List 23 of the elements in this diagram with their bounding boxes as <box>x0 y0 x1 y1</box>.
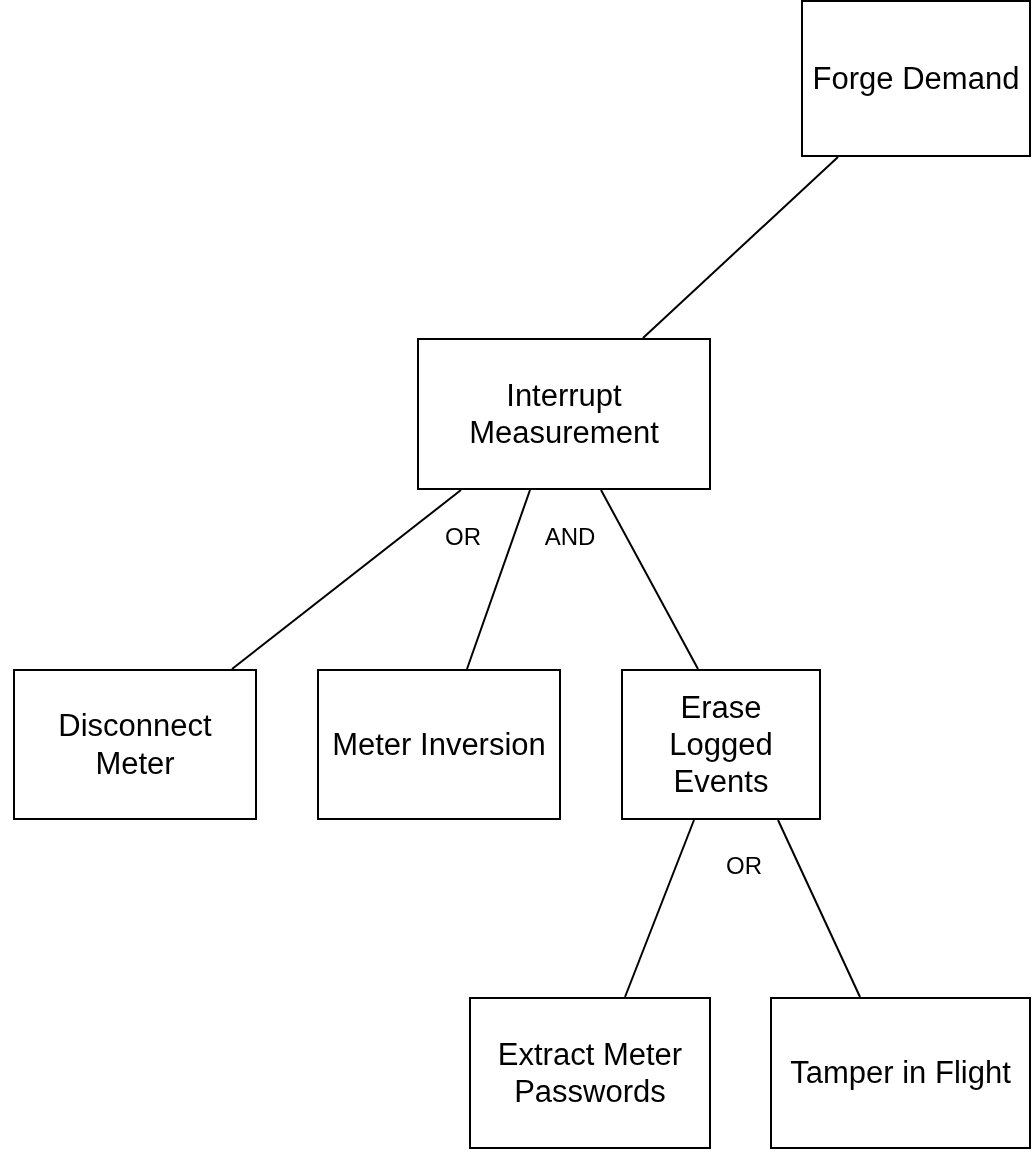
process-box <box>317 669 561 820</box>
process-box <box>417 338 711 490</box>
node-label: Disconnect Meter <box>57 707 213 782</box>
gate-label: OR <box>726 852 762 880</box>
gate-label: AND <box>544 523 596 551</box>
connector-line <box>624 819 695 998</box>
connector-line <box>600 489 699 670</box>
node-label: Extract Meter Passwords <box>496 1035 684 1111</box>
connector-line <box>642 156 839 339</box>
process-box <box>801 0 1031 157</box>
node-label: Meter Inversion <box>332 725 546 764</box>
connector-line <box>466 489 531 670</box>
process-box <box>469 997 711 1149</box>
node-label: Tamper in Flight <box>790 1054 1011 1092</box>
node-label: Interrupt Measurement <box>468 376 660 452</box>
process-box <box>13 669 257 820</box>
process-box <box>621 669 821 820</box>
connector-line <box>231 489 462 670</box>
gate-label: OR <box>445 523 481 551</box>
process-box <box>770 997 1031 1149</box>
node-label: Forge Demand <box>812 59 1020 98</box>
node-label: Erase Logged Events <box>668 688 774 801</box>
connector-line <box>777 819 861 998</box>
